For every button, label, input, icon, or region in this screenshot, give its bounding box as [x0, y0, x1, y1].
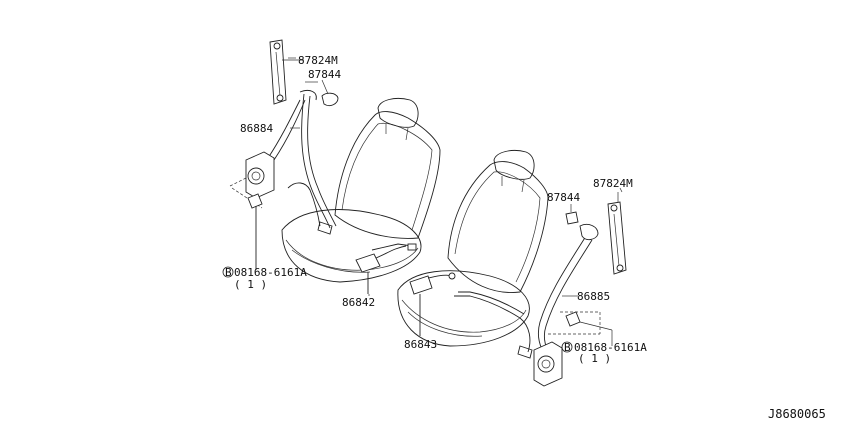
bolt-symbol-left: B — [225, 266, 232, 279]
label-bolt-right: 08168-6161A — [574, 341, 647, 354]
bolt-symbol-right: B — [564, 341, 571, 354]
label-87824m-left: 87824M — [298, 54, 338, 67]
label-bolt-left-qty: ( 1 ) — [234, 278, 267, 291]
right-pillar-adjuster — [607, 192, 627, 275]
bolt-spec-right: B 08168-6161A ( 1 ) — [561, 341, 647, 365]
label-bolt-left: 08168-6161A — [234, 266, 307, 279]
leader-lines — [282, 59, 623, 346]
left-seat — [281, 97, 441, 283]
right-belt-webbing — [454, 235, 593, 359]
label-86885: 86885 — [577, 290, 610, 303]
right-bolt — [548, 311, 601, 335]
left-bolt — [247, 193, 263, 270]
label-87844-right: 87844 — [547, 191, 580, 204]
diagram-reference-code: J8680065 — [768, 407, 826, 421]
left-buckle — [355, 243, 417, 294]
right-anchor-cover — [565, 204, 579, 225]
right-shoulder-anchor — [579, 223, 599, 241]
label-86843: 86843 — [404, 338, 437, 351]
left-anchor-cover — [305, 81, 339, 107]
label-87824m-right: 87824M — [593, 177, 633, 190]
right-seat — [397, 149, 549, 347]
left-pillar-adjuster — [269, 39, 296, 105]
label-86884: 86884 — [240, 122, 273, 135]
left-belt-webbing — [267, 89, 337, 235]
right-buckle — [409, 272, 456, 336]
label-bolt-right-qty: ( 1 ) — [578, 352, 611, 365]
bolt-spec-left: B 08168-6161A ( 1 ) — [222, 266, 307, 291]
right-retractor — [533, 341, 563, 387]
label-86842: 86842 — [342, 296, 375, 309]
label-87844-left: 87844 — [308, 68, 341, 81]
